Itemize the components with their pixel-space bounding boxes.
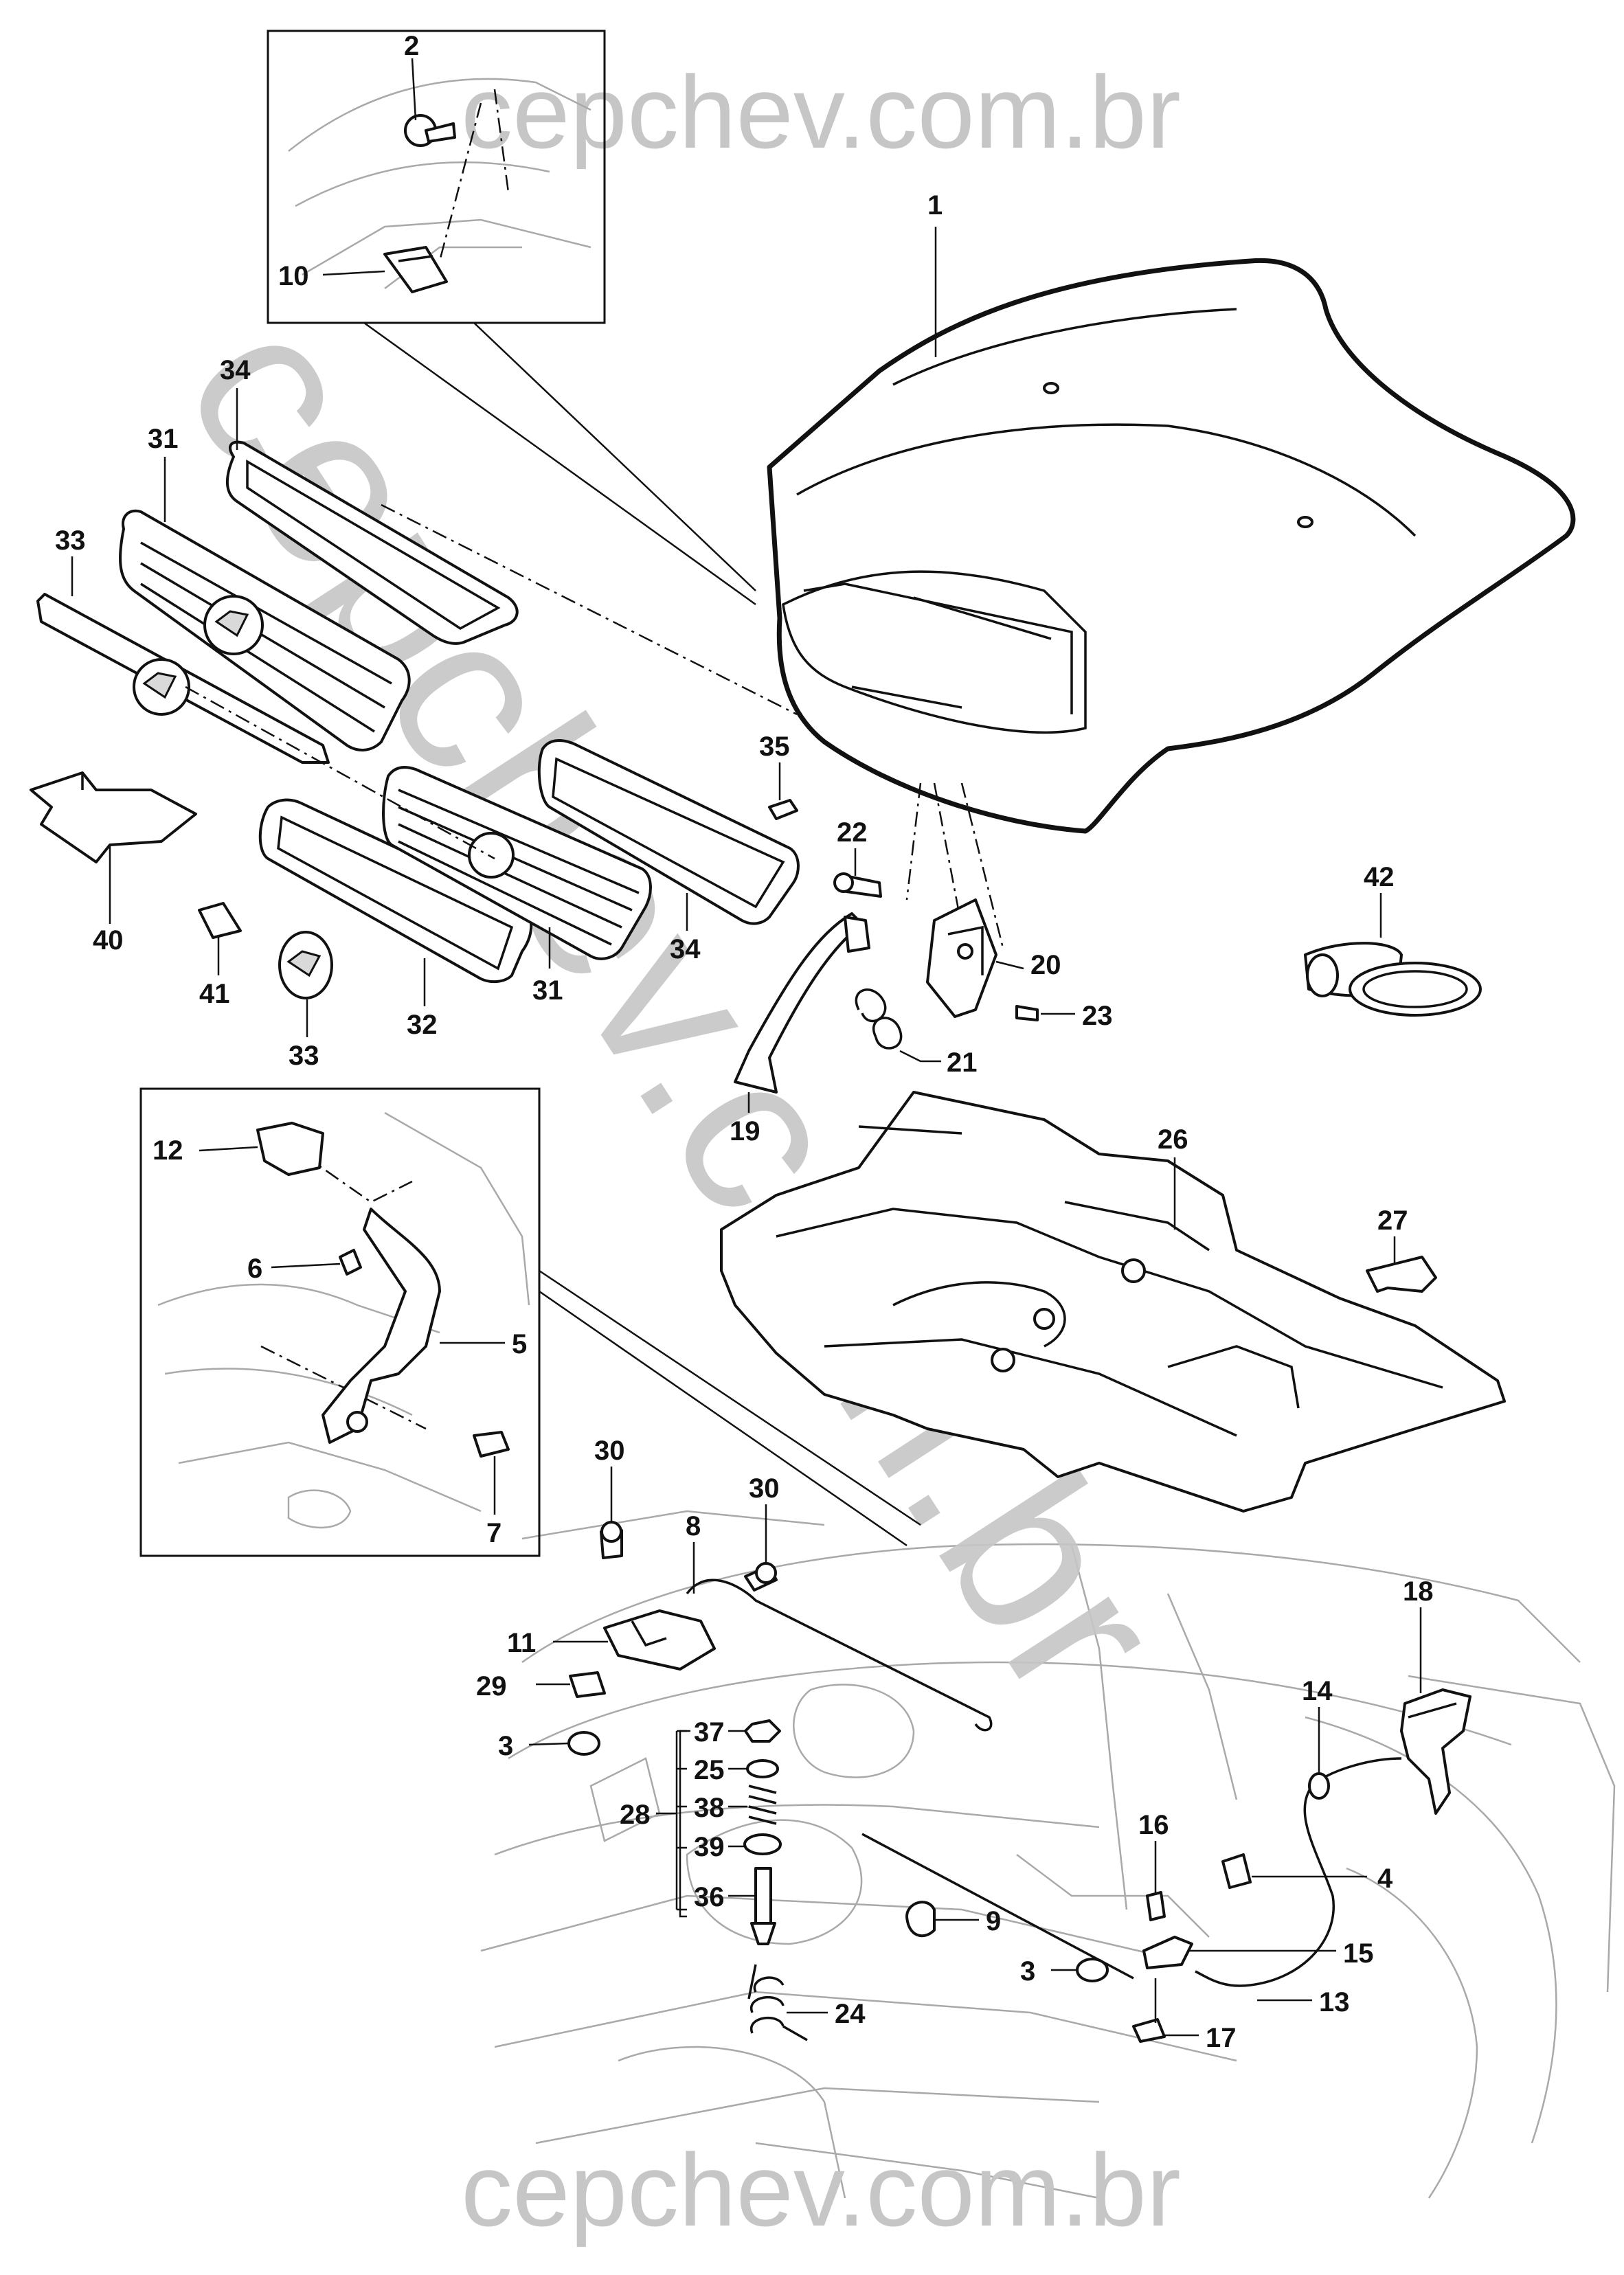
callout-13: 13	[1319, 1987, 1350, 2017]
plug-3-left	[567, 1731, 600, 1756]
screw-35	[768, 799, 798, 820]
clip-9	[905, 1901, 936, 1938]
release-cable-13	[1195, 1757, 1402, 1987]
callout-6: 6	[247, 1254, 262, 1284]
cable-bracket-15	[1142, 1936, 1193, 1969]
hood-panel	[767, 258, 1576, 834]
callout-8: 8	[686, 1511, 701, 1541]
cable-clip-4	[1221, 1853, 1252, 1889]
hinge-bolt-23	[1015, 1005, 1039, 1021]
release-rod-8	[686, 1578, 993, 1732]
washer-25	[746, 1759, 779, 1778]
inset-hinge-detail	[139, 1087, 541, 1557]
inset-hood-bumper-detail	[267, 30, 606, 324]
cable-clip-17	[1132, 2018, 1166, 2043]
grommet-14	[1308, 1772, 1330, 1800]
callout-31-upper: 31	[148, 424, 179, 454]
callout-10: 10	[278, 261, 309, 291]
callout-35: 35	[759, 732, 790, 762]
hood-latch-assembly	[567, 1521, 1134, 2041]
callout-11: 11	[507, 1628, 536, 1658]
latch-spring-24	[747, 1964, 808, 2041]
callout-23: 23	[1082, 1001, 1113, 1031]
callout-31-lower: 31	[532, 975, 563, 1006]
callout-19: 19	[730, 1116, 760, 1146]
callout-42: 42	[1364, 862, 1395, 892]
grille-seal-34-lower	[537, 739, 800, 925]
callout-29: 29	[476, 1671, 507, 1701]
callout-18: 18	[1403, 1576, 1434, 1607]
callout-14: 14	[1302, 1676, 1333, 1706]
callout-3-left: 3	[498, 1731, 513, 1761]
watermark-bottom: cepchev.com.br	[461, 2132, 1181, 2248]
callout-34-lower: 34	[670, 934, 701, 964]
callout-41: 41	[199, 979, 230, 1009]
callout-32: 32	[407, 1010, 438, 1040]
hood-insulator-26	[720, 1091, 1506, 1513]
callout-25: 25	[694, 1755, 725, 1785]
callout-37: 37	[694, 1717, 725, 1747]
bowtie-emblem-40	[30, 771, 197, 863]
upper-grille-assembly	[36, 440, 519, 764]
retainer-clip-41	[198, 902, 242, 939]
release-handle-18	[1400, 1688, 1471, 1815]
callout-34-upper: 34	[220, 355, 251, 385]
callout-1: 1	[927, 190, 943, 220]
insulator-clip-27	[1366, 1256, 1437, 1293]
callout-24: 24	[835, 1999, 866, 2029]
callout-21: 21	[947, 1048, 978, 1078]
hinge-bolt-7	[473, 1431, 510, 1458]
nut-37	[744, 1719, 781, 1743]
callout-22: 22	[837, 817, 868, 848]
callout-27: 27	[1377, 1206, 1408, 1236]
release-cable-assembly	[1132, 1688, 1471, 2043]
grille-seal-32	[258, 798, 533, 984]
callout-12: 12	[153, 1135, 183, 1166]
callout-4: 4	[1377, 1864, 1393, 1894]
callout-16: 16	[1138, 1810, 1169, 1840]
hinge-bolt-6	[339, 1249, 362, 1276]
torsion-spring-21	[855, 988, 903, 1050]
watermark-top: cepchev.com.br	[461, 54, 1181, 170]
callout-39: 39	[694, 1832, 725, 1862]
callout-33-upper: 33	[55, 525, 86, 556]
callout-38: 38	[694, 1793, 725, 1823]
callout-36: 36	[694, 1882, 725, 1912]
bushing-39	[743, 1833, 782, 1855]
screw-16	[1146, 1891, 1166, 1921]
spring-38	[748, 1785, 777, 1825]
callout-26: 26	[1158, 1124, 1188, 1155]
striker-36	[754, 1867, 772, 1925]
radiator-grille-31-lower	[382, 766, 652, 960]
engine-bay-background	[480, 1510, 1616, 2199]
weatherstrip-roll-42	[1304, 942, 1482, 1017]
callout-9: 9	[986, 1906, 1001, 1936]
callout-28: 28	[620, 1800, 651, 1830]
nut-29	[569, 1671, 606, 1698]
round-emblem-33	[278, 931, 333, 999]
callout-2: 2	[404, 31, 419, 61]
callout-30-right: 30	[749, 1473, 780, 1504]
callout-33-lower: 33	[289, 1041, 319, 1071]
plug-3-right	[1076, 1958, 1109, 1982]
callout-7: 7	[486, 1518, 501, 1548]
callout-40: 40	[93, 925, 124, 955]
rubber-bumper-10	[383, 246, 448, 293]
hinge-pad-12	[256, 1122, 324, 1176]
callout-20: 20	[1030, 950, 1061, 980]
callout-3-right: 3	[1020, 1956, 1035, 1987]
callout-5: 5	[512, 1329, 527, 1359]
hood-hinge-assembly	[734, 872, 1039, 1094]
callout-labels: 1 2 10 34 31 33 40 41 33 32 31 34	[55, 31, 1434, 2053]
callout-17: 17	[1206, 2023, 1237, 2053]
callout-15: 15	[1343, 1938, 1374, 1969]
hood-hinge-5	[322, 1208, 441, 1444]
callout-30-left: 30	[594, 1436, 625, 1466]
